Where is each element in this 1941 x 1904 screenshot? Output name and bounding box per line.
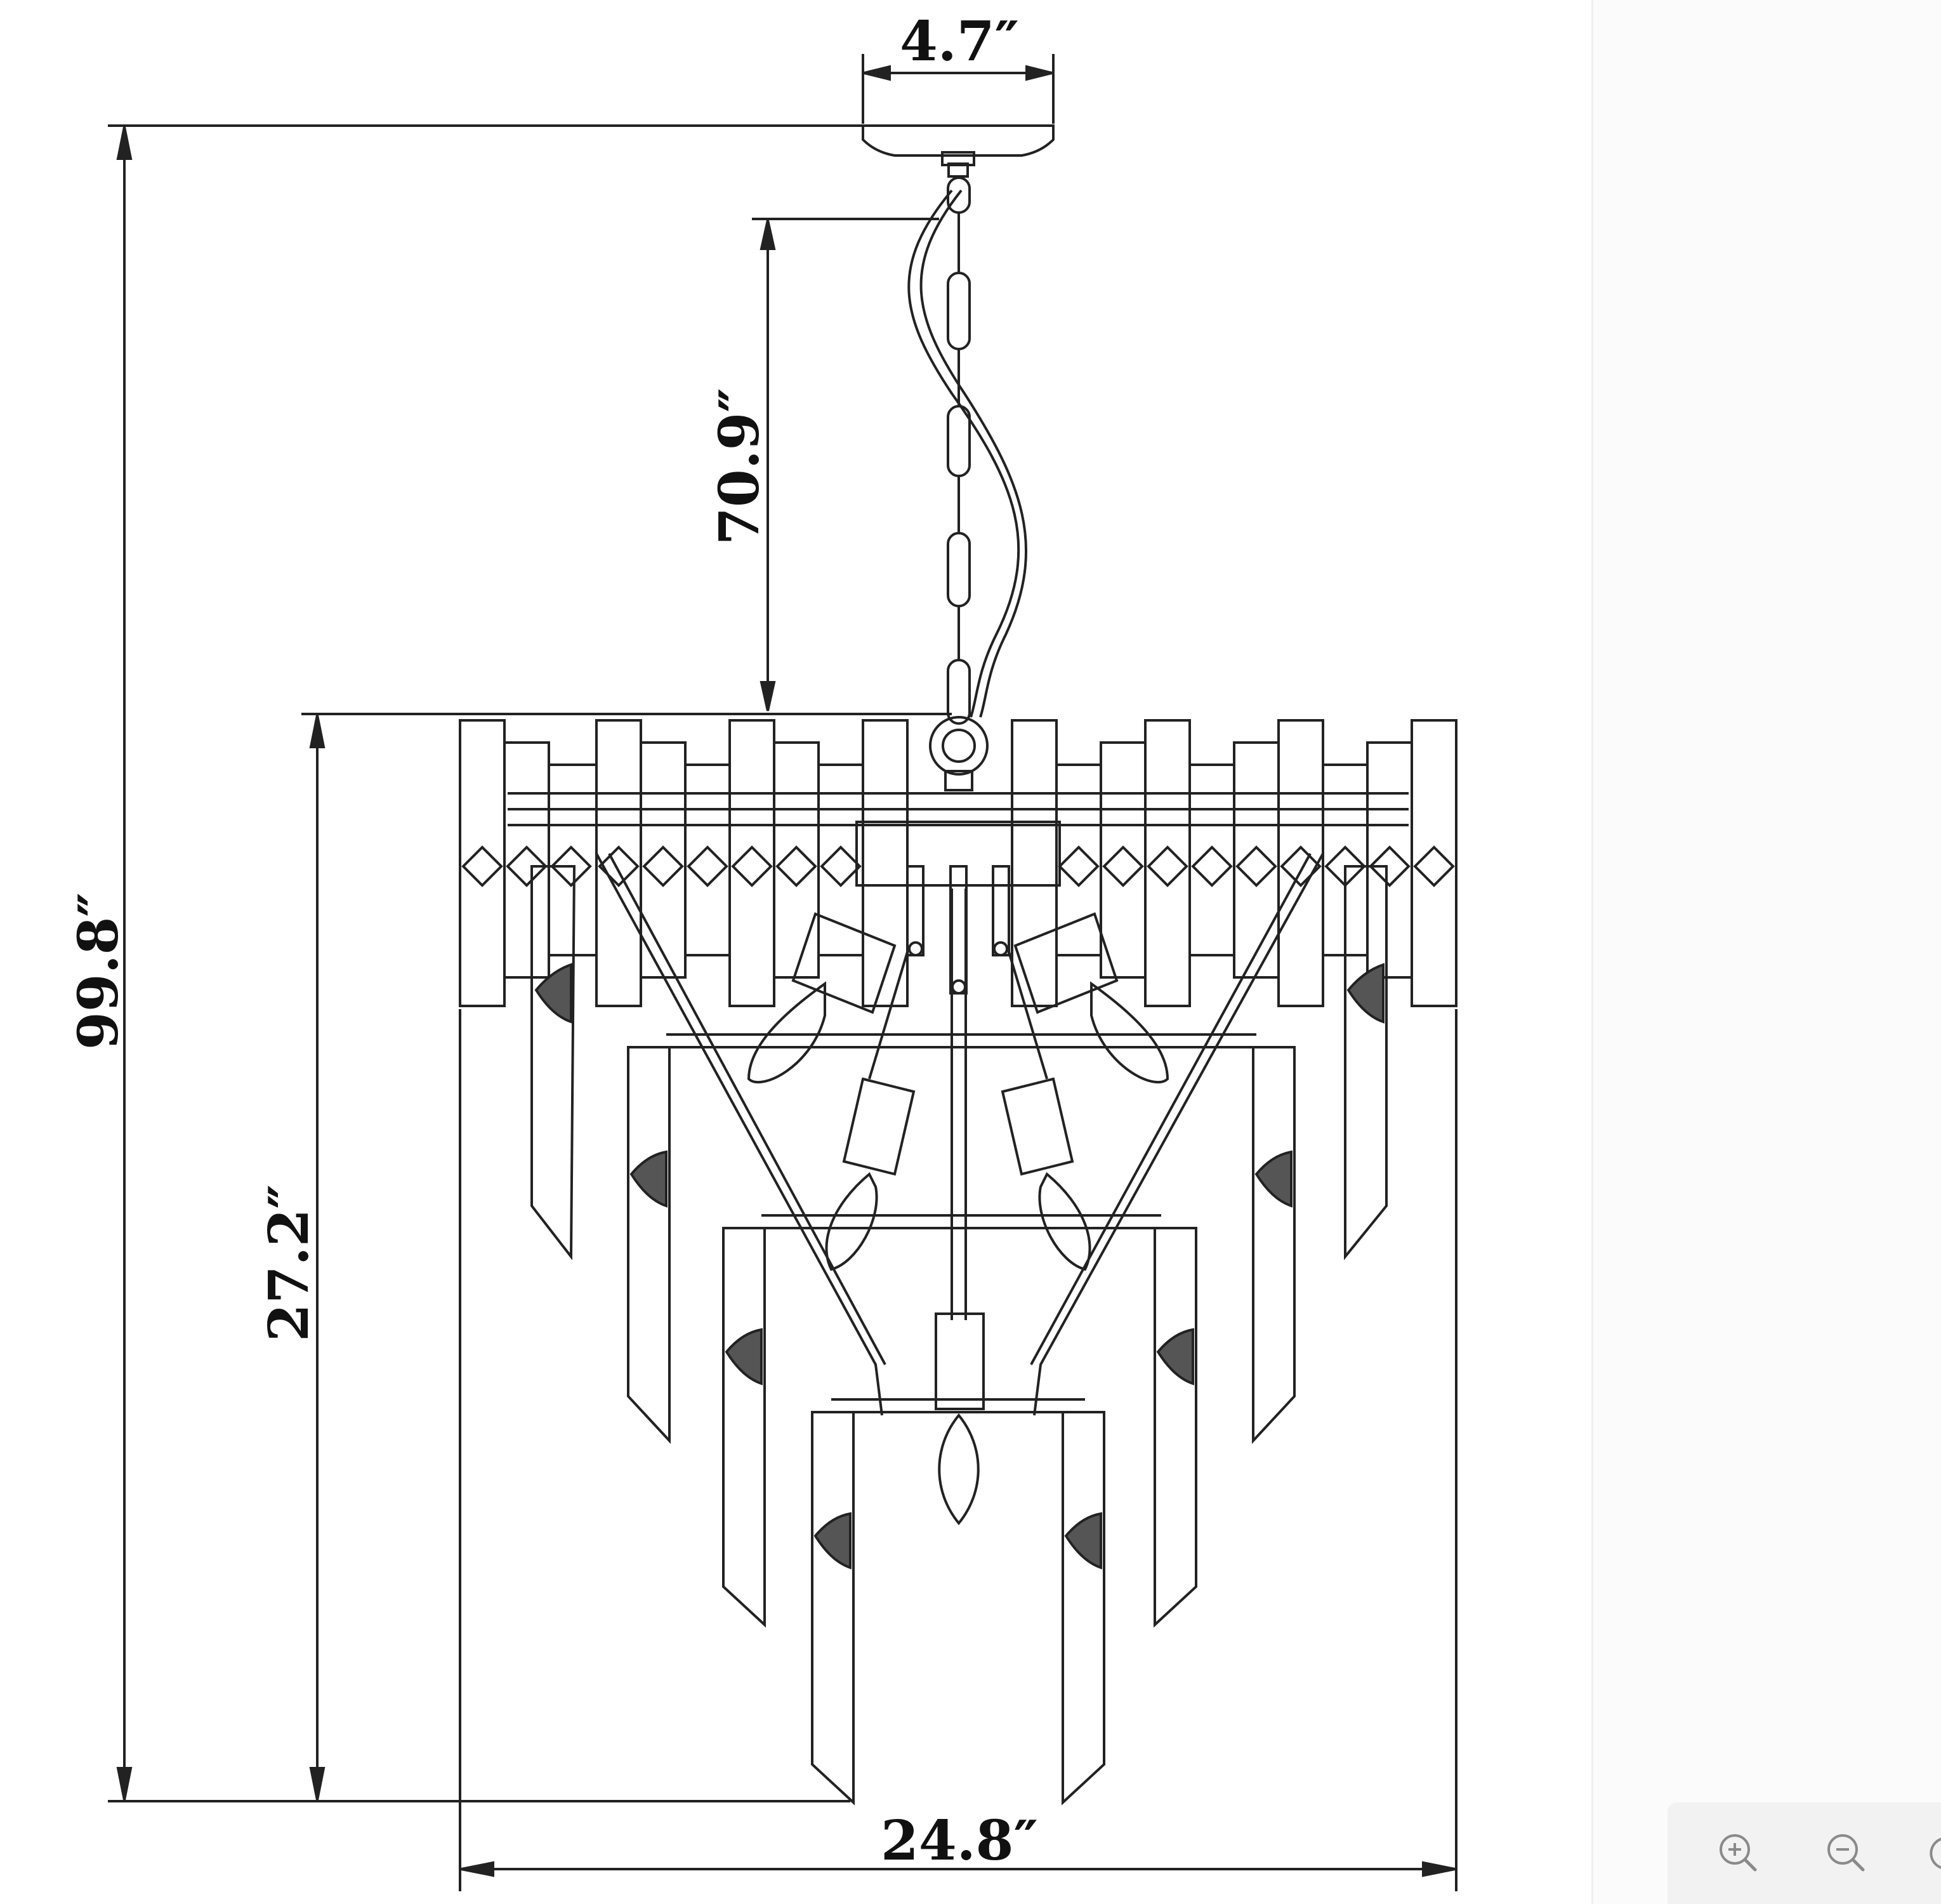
label-overall-height: 99.8″ xyxy=(67,892,131,1050)
middle-crystal-tier xyxy=(627,1033,1296,1628)
zoom-in-icon xyxy=(1720,1834,1757,1872)
dimension-body-width xyxy=(459,1009,1457,1891)
dimension-body-height xyxy=(301,713,952,1801)
zoom-in-button[interactable] xyxy=(1712,1827,1765,1880)
rotate-icon xyxy=(1930,1837,1941,1869)
dimension-overall-height xyxy=(108,124,863,1802)
zoom-out-icon xyxy=(1827,1834,1865,1872)
chain xyxy=(907,176,1028,725)
label-body-height: 27.2″ xyxy=(257,1184,321,1342)
chandelier-dimension-drawing: 4.7″ 70.9″ 99.8″ 27.2″ 24.8″ xyxy=(67,10,1457,1891)
outer-crystals xyxy=(530,865,1388,1260)
canopy xyxy=(862,124,1055,178)
dimension-chain-length xyxy=(752,218,939,711)
bottom-crystal-tier xyxy=(811,1398,1105,1806)
side-panel xyxy=(1591,0,1941,1904)
image-viewer: 4.7″ 70.9″ 99.8″ 27.2″ 24.8″ xyxy=(67,10,1457,1891)
label-body-width: 24.8″ xyxy=(881,1809,1038,1873)
top-crystal-tier xyxy=(459,719,1457,1007)
zoom-out-button[interactable] xyxy=(1820,1827,1873,1880)
dimension-canopy-width xyxy=(862,54,1055,124)
label-chain-length: 70.9″ xyxy=(707,388,772,545)
center-rod xyxy=(595,853,1324,1416)
bulbs xyxy=(747,912,1169,1526)
zoom-toolbar xyxy=(1668,1802,1941,1904)
rotate-button[interactable] xyxy=(1921,1827,1941,1880)
label-canopy-width: 4.7″ xyxy=(900,10,1019,74)
hanging-ring xyxy=(929,716,989,791)
